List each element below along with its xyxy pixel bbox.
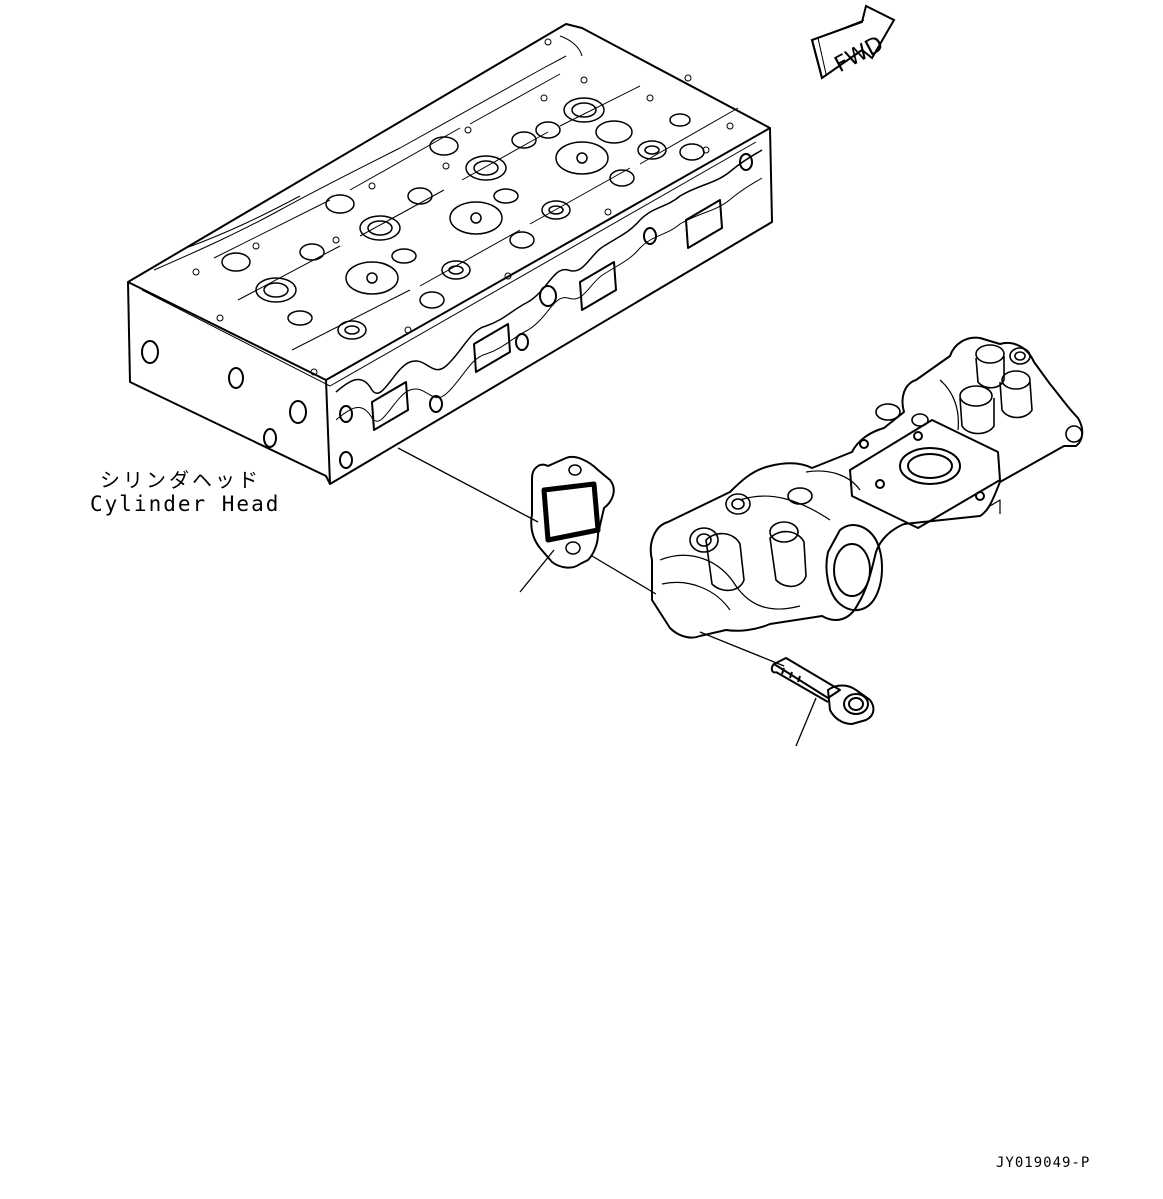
cylinder-head-label-jp: シリンダヘッド (100, 468, 261, 492)
gasket-part (531, 457, 613, 568)
gasket-to-manifold-line (592, 556, 656, 594)
fwd-arrow-label: FWD (831, 32, 888, 78)
bolt-leader (796, 698, 816, 746)
fwd-arrow-icon: FWD (812, 6, 894, 78)
gasket-leader (520, 550, 554, 592)
cylinder-head-part (128, 24, 772, 484)
manifold-to-bolt-line (700, 632, 784, 666)
head-to-gasket-line (398, 448, 538, 522)
cylinder-head-label-en: Cylinder Head (90, 492, 281, 516)
drawing-number: JY019049-P (996, 1155, 1091, 1171)
exhaust-manifold-part (651, 338, 1082, 638)
assembly-lines (398, 448, 816, 746)
flange-bolt-part (772, 658, 874, 724)
